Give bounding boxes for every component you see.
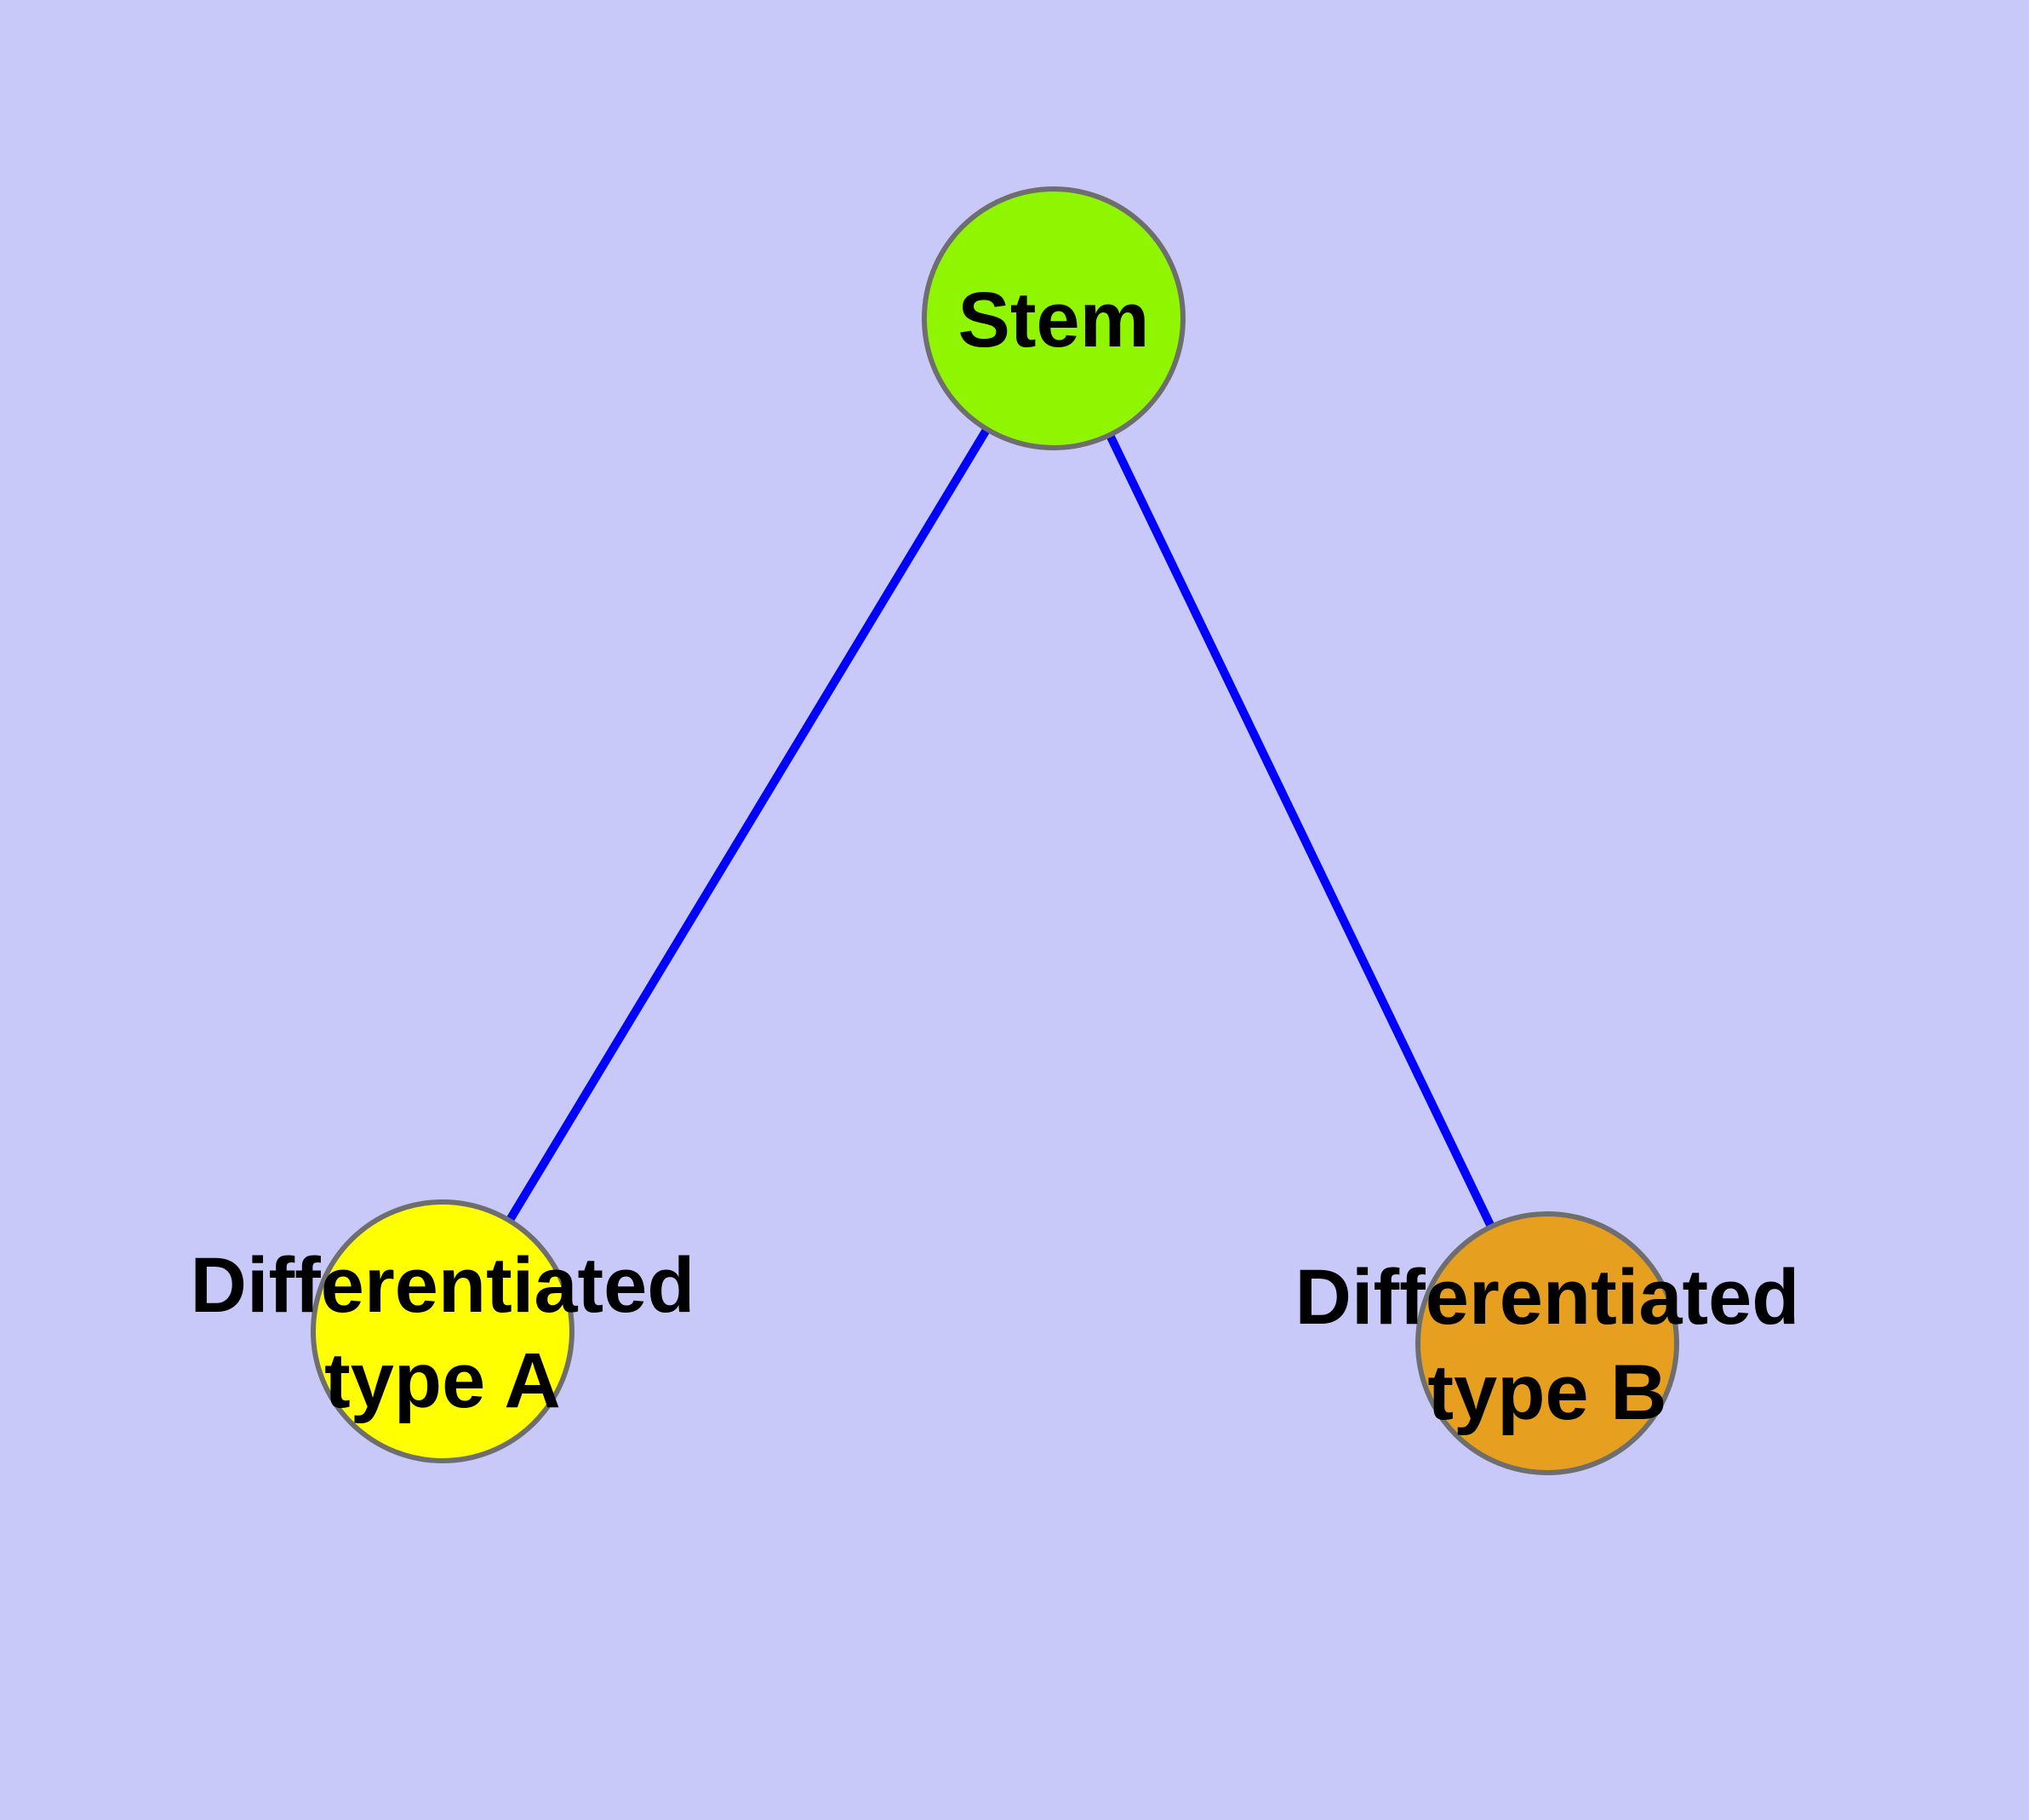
edge-stem-to-differentiated-type-b [1049, 316, 1552, 1346]
node-label-differentiated-type-b-line1: Differentiated [1295, 1254, 1800, 1341]
edge-stem-to-differentiated-type-a [438, 316, 1058, 1334]
node-stem [922, 186, 1186, 450]
node-label-differentiated-type-b-line2: type B [1427, 1349, 1666, 1436]
node-label-differentiated-type-a-line1: Differentiated [191, 1242, 695, 1329]
node-differentiated-type-a [311, 1199, 574, 1463]
node-differentiated-type-b [1415, 1211, 1679, 1475]
node-label-stem: Stem [958, 277, 1150, 363]
node-label-differentiated-type-a-line2: type A [324, 1337, 561, 1424]
